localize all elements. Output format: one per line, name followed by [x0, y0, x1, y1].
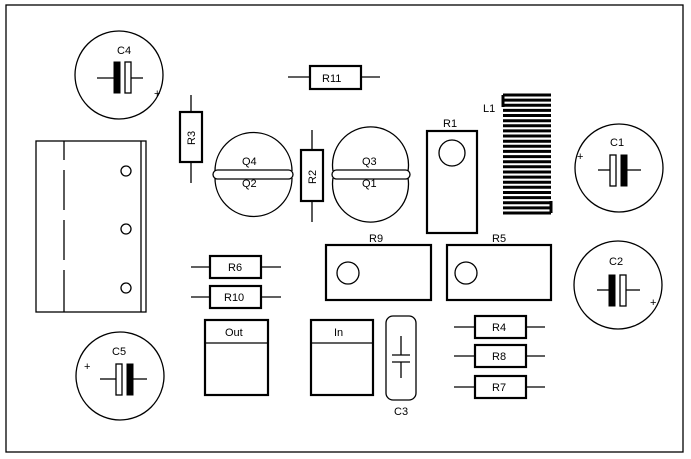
capacitor-c3: C3 — [385, 315, 417, 418]
resistor-label: R4 — [492, 322, 506, 334]
polarity-mark: + — [84, 361, 90, 373]
heatsink-hole — [120, 282, 132, 294]
polarity-mark: + — [577, 151, 583, 163]
capacitor-c5: C5 + — [75, 331, 165, 421]
polarity-mark: + — [154, 88, 160, 100]
transistor-label: Q4 — [242, 156, 257, 168]
resistor-label: R8 — [492, 351, 506, 363]
resistor-label: R6 — [228, 262, 242, 274]
capacitor-c1: C1 + — [574, 123, 664, 213]
capacitor-label: C1 — [610, 137, 624, 149]
resistor-label: R9 — [369, 233, 383, 245]
transistor-label: Q2 — [242, 178, 257, 190]
capacitor-label: C3 — [394, 406, 408, 418]
input-terminal: In — [309, 318, 375, 397]
transistor-pair-q3-q1: Q3 Q1 — [331, 126, 411, 223]
capacitor-c4: C4 + — [74, 30, 164, 120]
resistor-label: R1 — [443, 118, 457, 130]
resistor-label: R3 — [186, 131, 198, 145]
resistor-r11: R11 — [288, 64, 380, 91]
resistor-label: R2 — [307, 170, 319, 184]
heatsink-hole — [120, 165, 132, 177]
inductor-winding — [503, 93, 551, 215]
resistor-label: R7 — [492, 382, 506, 394]
power-resistor-r1: R1 — [425, 118, 479, 235]
board-outline — [5, 4, 684, 453]
terminal-label: In — [334, 327, 343, 339]
resistor-r3: R3 — [178, 95, 204, 183]
capacitor-label: C2 — [609, 256, 623, 268]
resistor-r7: R7 — [454, 374, 545, 400]
resistor-r10: R10 — [191, 284, 281, 310]
polarity-mark: + — [650, 297, 656, 309]
capacitor-label: C4 — [117, 45, 131, 57]
inductor-label: L1 — [483, 103, 495, 115]
power-resistor-r5: R5 — [445, 233, 553, 302]
inductor-lead — [501, 95, 553, 213]
capacitor-c2: C2 + — [573, 240, 663, 330]
resistor-label: R5 — [492, 233, 506, 245]
inductor-l1: L1 — [483, 93, 553, 215]
terminal-label: Out — [225, 327, 243, 339]
power-resistor-r9: R9 — [324, 233, 433, 302]
capacitor-label: C5 — [112, 346, 126, 358]
resistor-r2: R2 — [299, 130, 325, 222]
heatsink — [35, 140, 147, 313]
resistor-label: R10 — [224, 292, 244, 304]
output-terminal: Out — [203, 318, 270, 397]
transistor-label: Q1 — [362, 178, 377, 190]
resistor-r4: R4 — [454, 314, 545, 340]
resistor-r8: R8 — [454, 343, 545, 369]
resistor-r6: R6 — [191, 254, 281, 280]
heatsink-hole — [120, 223, 132, 235]
transistor-label: Q3 — [362, 156, 377, 168]
transistor-pair-q4-q2: Q4 Q2 — [212, 131, 294, 218]
resistor-label: R11 — [322, 73, 341, 85]
